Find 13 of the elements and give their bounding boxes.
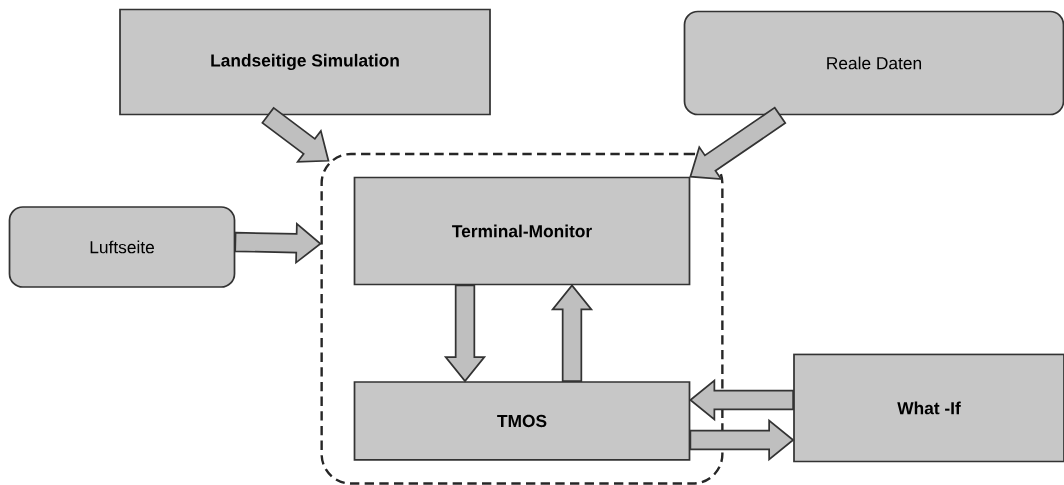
- block-arrow: [689, 378, 794, 422]
- block-arrow: [689, 106, 787, 181]
- process-box: Landseitige Simulation: [119, 8, 491, 116]
- block-arrow: [550, 284, 594, 382]
- dashed-frame: [320, 152, 724, 485]
- rounded-box: Luftseite: [8, 206, 236, 288]
- process-box: Terminal-Monitor: [353, 176, 691, 286]
- process-box: TMOS: [353, 381, 691, 461]
- rounded-box: Reale Daten: [683, 10, 1064, 116]
- process-box: What -If: [793, 353, 1064, 463]
- block-arrow: [689, 418, 795, 462]
- block-arrow: [234, 222, 322, 265]
- block-arrow: [443, 284, 487, 383]
